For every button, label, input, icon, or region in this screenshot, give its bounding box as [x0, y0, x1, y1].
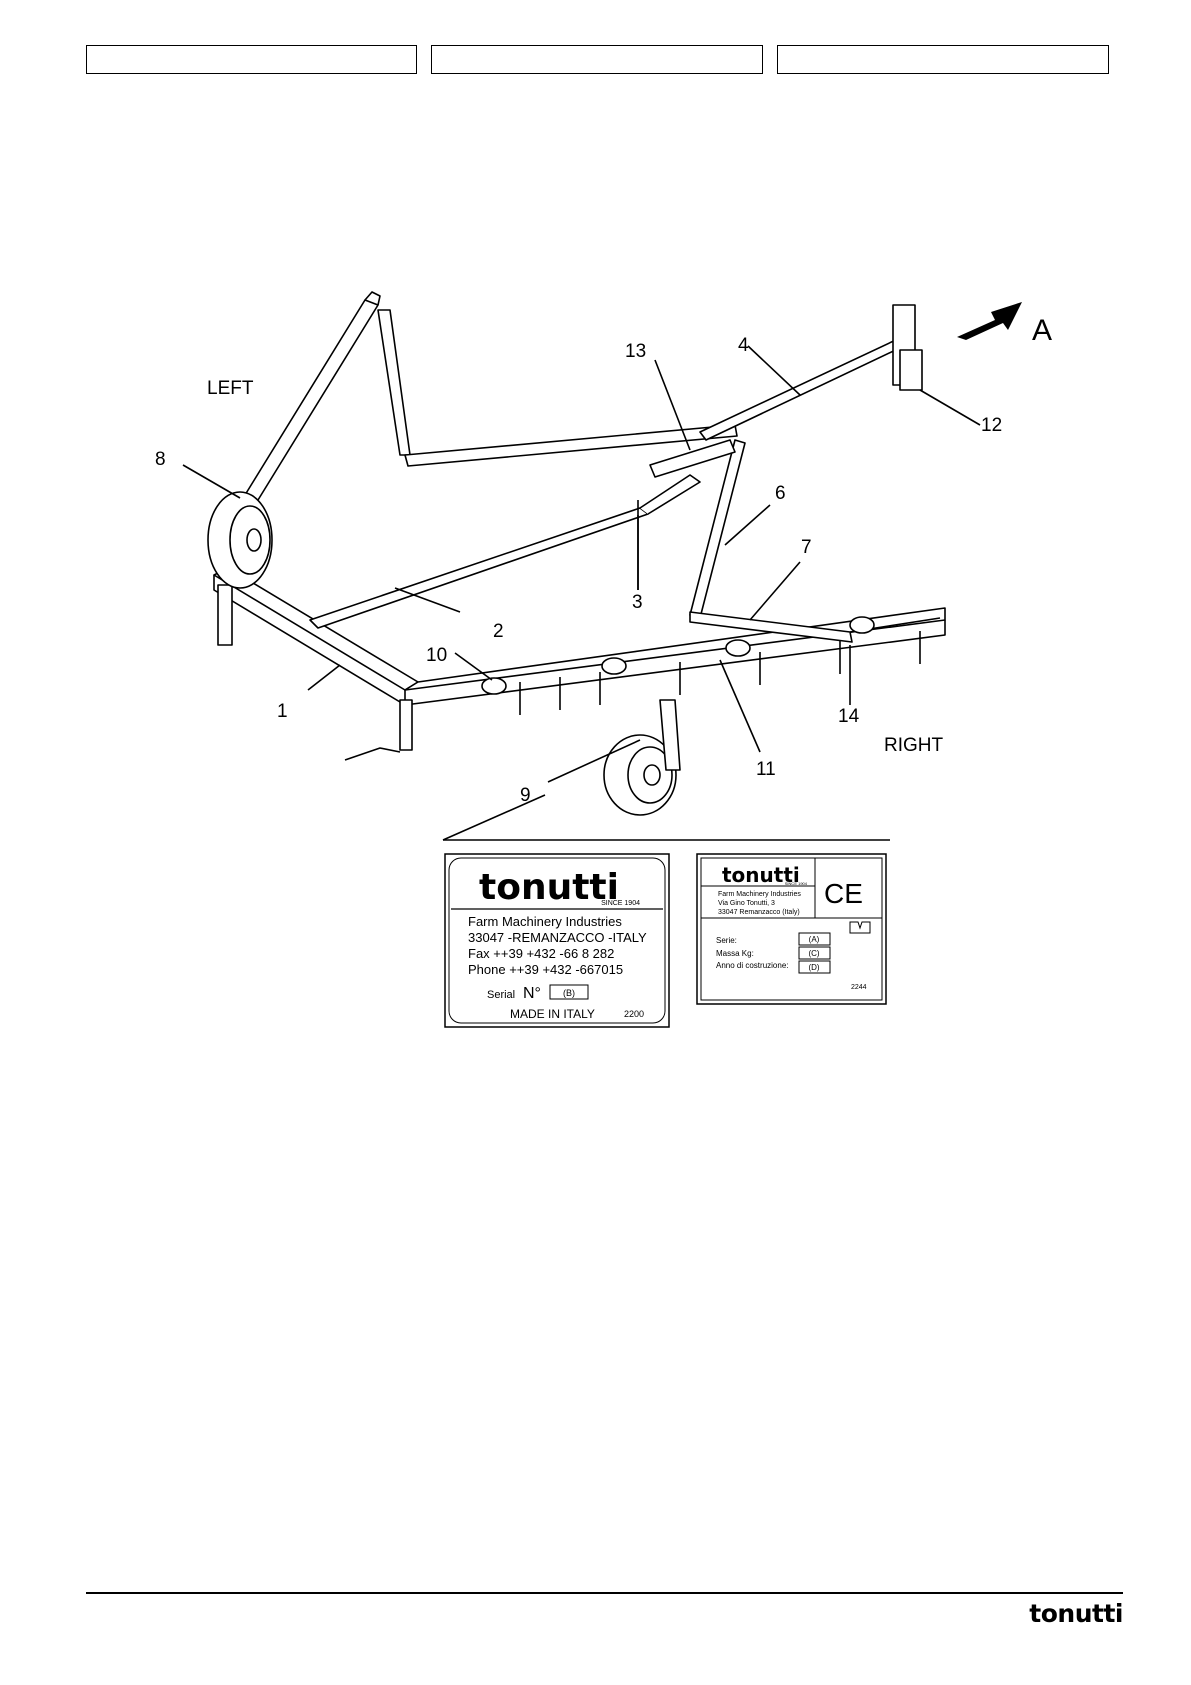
plate-2-since: SINCE 1904 [785, 881, 808, 886]
plate-2-box-d: (D) [808, 963, 819, 972]
plate-2: tonutti SINCE 1904 Farm Machinery Indust… [696, 853, 887, 1005]
direction-label: A [1032, 314, 1052, 347]
plate-1-since: SINCE 1904 [601, 900, 640, 907]
direction-arrow-icon [957, 302, 1022, 340]
plate-1-serial-box: (B) [563, 988, 575, 998]
callout-14: 14 [838, 706, 860, 727]
callout-4: 4 [738, 335, 749, 356]
plate-1-code: 2200 [624, 1009, 644, 1019]
plate-1: tonutti SINCE 1904 Farm Machinery Indust… [444, 853, 670, 1028]
plate-2-addr1: Farm Machinery Industries [718, 891, 801, 898]
plate-1-line1: Farm Machinery Industries [468, 914, 622, 929]
plate-1-made: MADE IN ITALY [510, 1007, 595, 1021]
plate-2-code: 2244 [851, 984, 867, 991]
callout-7: 7 [801, 537, 812, 558]
callout-13: 13 [625, 341, 646, 362]
header-box-3 [777, 45, 1109, 74]
plate-1-serial-label: Serial [487, 989, 515, 1001]
plate-2-addr2: Via Gino Tonutti, 3 [718, 900, 775, 907]
plate-2-box-a: (A) [809, 935, 820, 944]
header-box-2 [431, 45, 763, 74]
callout-10: 10 [426, 645, 447, 666]
callout-8: 8 [155, 449, 166, 470]
plate-2-anno: Anno di costruzione: [716, 961, 789, 970]
right-side-label: RIGHT [884, 735, 944, 756]
book-icon [849, 921, 871, 934]
callout-12: 12 [981, 415, 1002, 436]
plate-2-brand: tonutti [722, 863, 800, 887]
callout-3: 3 [632, 592, 643, 613]
plate-2-addr3: 33047 Remanzacco (Italy) [718, 909, 800, 916]
callout-1: 1 [277, 701, 288, 722]
callout-9: 9 [520, 785, 531, 806]
plate-1-brand: tonutti [479, 867, 619, 908]
callout-2: 2 [493, 621, 504, 642]
left-side-label: LEFT [207, 378, 254, 399]
plate-2-box-c: (C) [808, 949, 819, 958]
plate-1-line2: 33047 -REMANZACCO -ITALY [468, 930, 647, 945]
plate-1-line3: Fax ++39 +432 -66 8 282 [468, 946, 614, 961]
footer-rule [86, 1592, 1123, 1594]
ce-mark: CE [824, 878, 863, 909]
callout-11: 11 [756, 759, 776, 780]
plate-2-serie: Serie: [716, 936, 737, 945]
plate-1-serial-no: N° [523, 985, 541, 1002]
plate-1-line4: Phone ++39 +432 -667015 [468, 962, 623, 977]
header-box-1 [86, 45, 417, 74]
callout-6: 6 [775, 483, 786, 504]
plate-2-massa: Massa Kg: [716, 949, 754, 958]
footer-logo: tonutti [1029, 1599, 1123, 1628]
